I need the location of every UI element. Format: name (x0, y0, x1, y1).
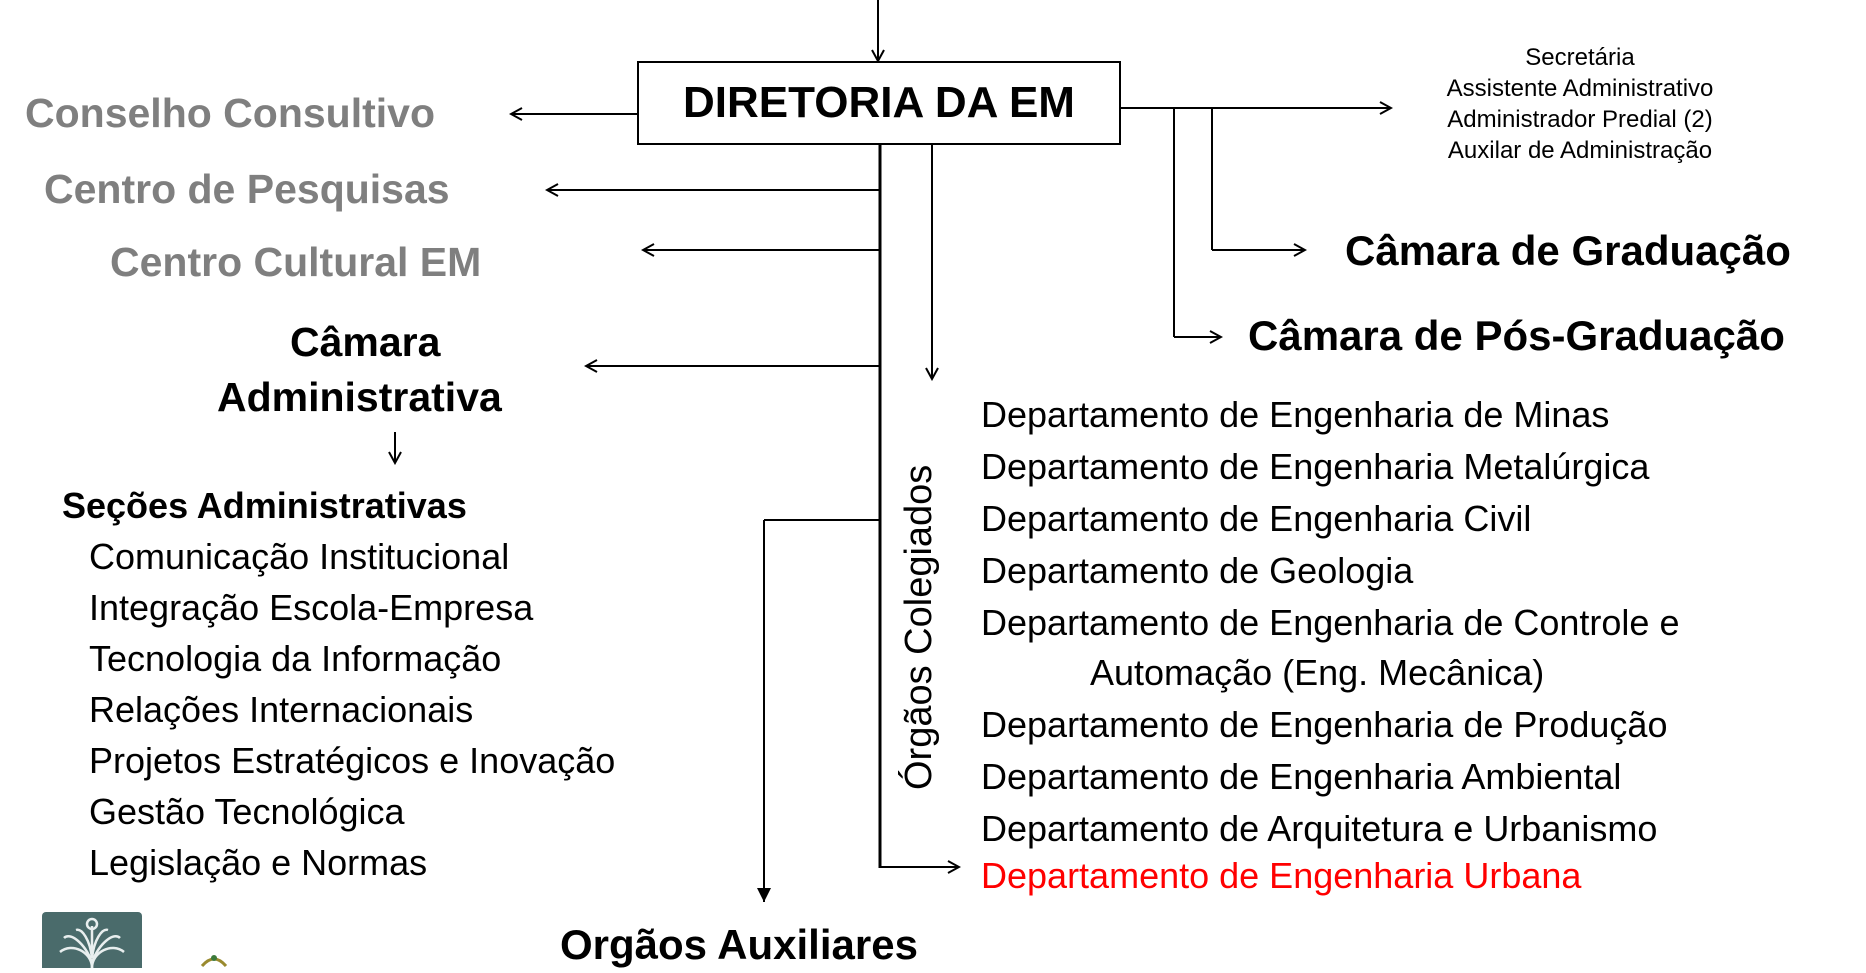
department-item: Departamento de Engenharia de Produção (981, 704, 1668, 745)
secao-item: Tecnologia da Informação (89, 638, 502, 679)
department-item: Departamento de Geologia (981, 550, 1414, 591)
department-item: Departamento de Engenharia Metalúrgica (981, 446, 1650, 487)
centro-cultural: Centro Cultural EM (110, 239, 482, 285)
staff-item: Administrador Predial (2) (1447, 106, 1713, 133)
department-item: Departamento de Engenharia Ambiental (981, 756, 1622, 797)
secao-item: Legislação e Normas (89, 842, 428, 883)
school-crest-icon (42, 912, 142, 968)
director-title: DIRETORIA DA EM (683, 78, 1075, 127)
director-box: DIRETORIA DA EM (637, 61, 1121, 145)
department-item: Departamento de Arquitetura e Urbanismo (981, 808, 1658, 849)
department-item-continued: Automação (Eng. Mecânica) (1090, 652, 1545, 693)
conselho-consultivo: Conselho Consultivo (25, 90, 435, 136)
department-item: Departamento de Engenharia de Controle e (981, 602, 1680, 643)
centro-pesquisas: Centro de Pesquisas (44, 166, 450, 212)
orgaos-colegiados-label: Órgãos Colegiados (898, 464, 940, 790)
orgaos-auxiliares: Orgãos Auxiliares (560, 921, 918, 968)
secao-item: Comunicação Institucional (89, 536, 510, 577)
camara-graduacao: Câmara de Graduação (1345, 227, 1791, 274)
secoes-title: Seções Administrativas (62, 485, 467, 526)
staff-item: Secretária (1525, 44, 1635, 71)
secao-item: Integração Escola-Empresa (89, 587, 534, 628)
camara-pos-graduacao: Câmara de Pós-Graduação (1248, 312, 1785, 359)
department-item: Departamento de Engenharia de Minas (981, 394, 1610, 435)
secao-item: Relações Internacionais (89, 689, 474, 730)
department-item-highlighted: Departamento de Engenharia Urbana (981, 855, 1582, 896)
secao-item: Projetos Estratégicos e Inovação (89, 740, 616, 781)
small-emblem-icon (200, 950, 228, 968)
staff-list: Secretária Assistente Administrativo Adm… (1400, 42, 1760, 166)
staff-item: Auxilar de Administração (1447, 137, 1713, 164)
secao-item: Gestão Tecnológica (89, 791, 405, 832)
camara-adm-line2: Administrativa (217, 374, 502, 420)
camara-adm-line1: Câmara (290, 319, 441, 365)
department-item: Departamento de Engenharia Civil (981, 498, 1532, 539)
staff-item: Assistente Administrativo (1446, 75, 1714, 102)
